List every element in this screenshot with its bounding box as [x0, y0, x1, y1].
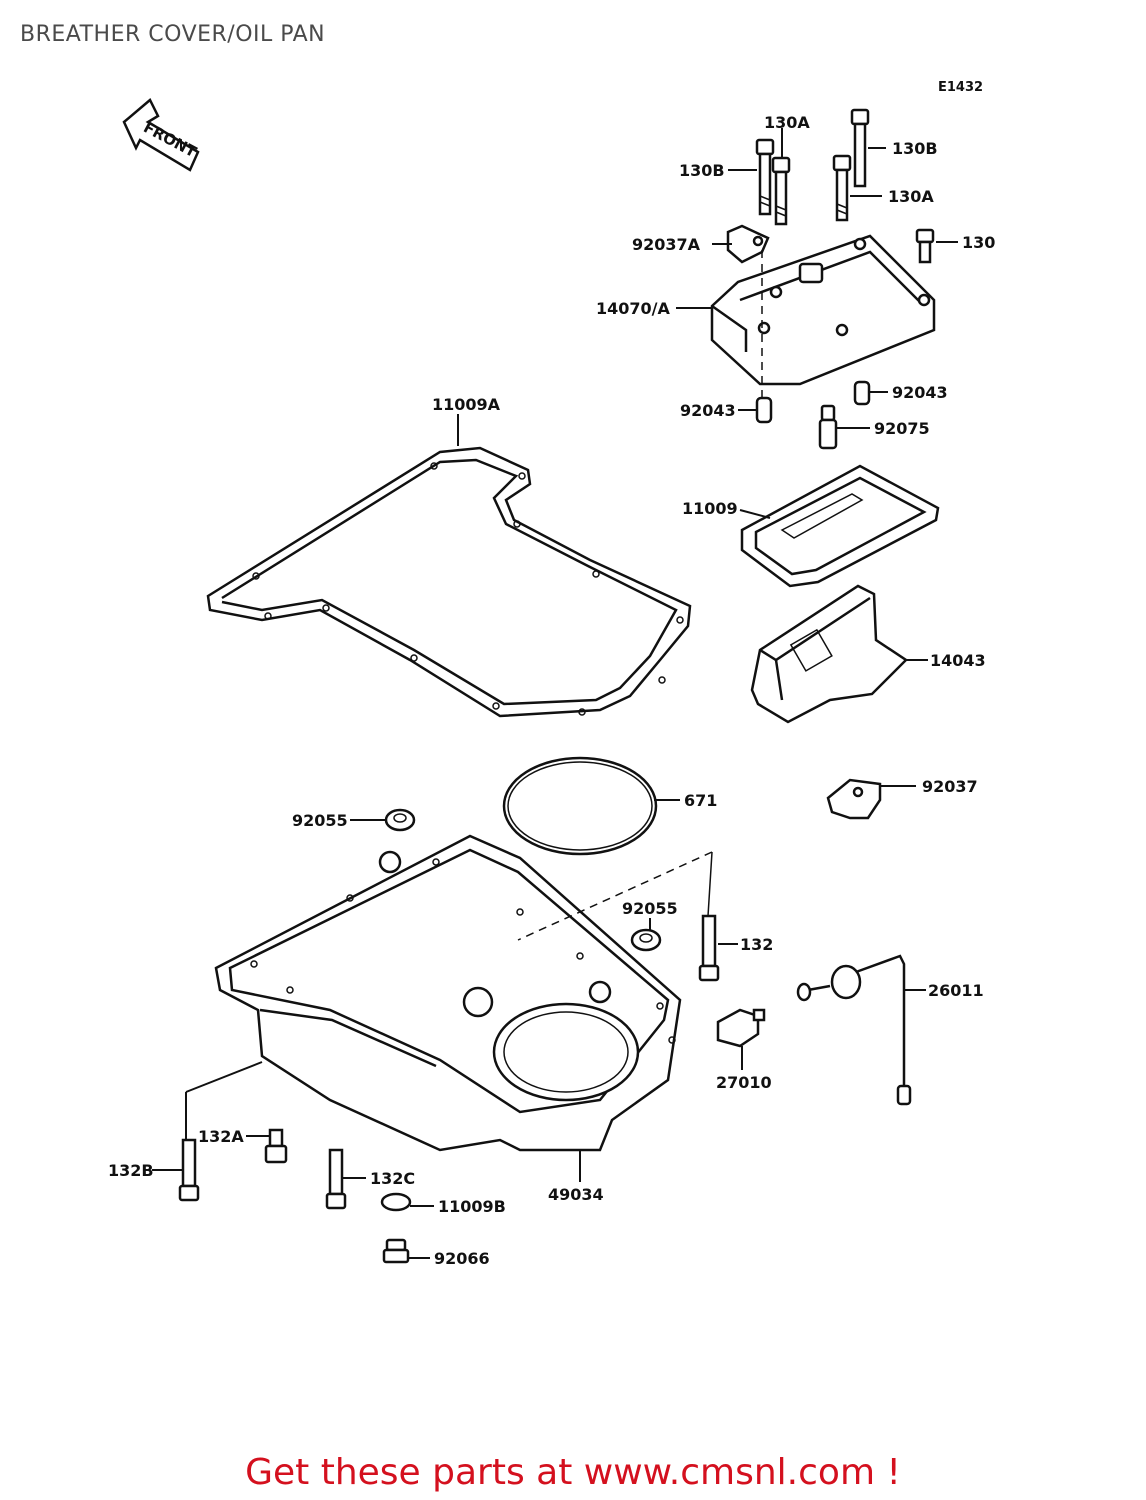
label-92075: 92075	[874, 419, 930, 438]
plug-92066[interactable]	[382, 1238, 410, 1264]
label-11009: 11009	[682, 499, 738, 518]
label-92055-left: 92055	[292, 811, 348, 830]
oring-671[interactable]	[502, 756, 658, 856]
label-14070A: 14070/A	[596, 299, 671, 318]
label-14043: 14043	[930, 651, 986, 670]
label-132A: 132A	[198, 1127, 244, 1146]
label-92037A: 92037A	[632, 235, 701, 254]
label-132B: 132B	[108, 1161, 154, 1180]
bolt-130B-left[interactable]	[755, 138, 775, 216]
label-132C: 132C	[370, 1169, 415, 1188]
bracket-92037A[interactable]	[726, 224, 770, 264]
label-130A-right: 130A	[888, 187, 934, 206]
dowel-92043-right[interactable]	[853, 380, 871, 406]
grommet-92055-right[interactable]	[630, 928, 662, 952]
label-671: 671	[684, 791, 717, 810]
breather-cover-14070A[interactable]	[710, 234, 936, 386]
label-130A-top: 130A	[764, 113, 810, 132]
diagram-code: E1432	[938, 80, 984, 95]
label-130: 130	[962, 233, 995, 252]
label-27010: 27010	[716, 1073, 772, 1092]
label-92066: 92066	[434, 1249, 490, 1268]
label-92043-left: 92043	[680, 401, 736, 420]
page-title: BREATHER COVER/OIL PAN	[20, 22, 326, 47]
label-49034: 49034	[548, 1185, 604, 1204]
label-11009A: 11009A	[432, 395, 501, 414]
bolt-132C[interactable]	[325, 1148, 347, 1210]
bolt-130[interactable]	[915, 228, 935, 264]
bolt-130A-top[interactable]	[771, 156, 791, 226]
label-92055-right: 92055	[622, 899, 678, 918]
gasket-11009A[interactable]	[206, 446, 692, 718]
fitting-92075[interactable]	[818, 404, 838, 450]
bolt-130A-right[interactable]	[832, 154, 852, 222]
label-130B-left: 130B	[679, 161, 725, 180]
footer-link[interactable]: Get these parts at www.cmsnl.com !	[245, 1452, 901, 1493]
label-132: 132	[740, 935, 773, 954]
exploded-parts-diagram: FRONT	[108, 98, 995, 1268]
dowel-92043-left[interactable]	[755, 396, 773, 424]
oil-pipe-26011[interactable]	[796, 954, 912, 1106]
breather-plate-14043[interactable]	[750, 584, 908, 724]
bolt-132[interactable]	[698, 914, 720, 982]
label-92037: 92037	[922, 777, 978, 796]
clip-92037[interactable]	[826, 778, 882, 820]
label-11009B: 11009B	[438, 1197, 506, 1216]
gasket-11009[interactable]	[740, 464, 940, 588]
bolt-132A[interactable]	[264, 1128, 288, 1164]
pressure-switch-27010[interactable]	[716, 1008, 766, 1048]
label-130B-right: 130B	[892, 139, 938, 158]
label-26011: 26011	[928, 981, 984, 1000]
oil-pan-49034[interactable]	[214, 834, 682, 1152]
washer-11009B[interactable]	[380, 1192, 412, 1212]
bolt-130B-right[interactable]	[850, 108, 870, 188]
bolt-132B[interactable]	[178, 1138, 200, 1202]
label-92043-right: 92043	[892, 383, 948, 402]
grommet-92055-left[interactable]	[384, 808, 416, 832]
front-arrow-icon: FRONT	[122, 98, 200, 172]
